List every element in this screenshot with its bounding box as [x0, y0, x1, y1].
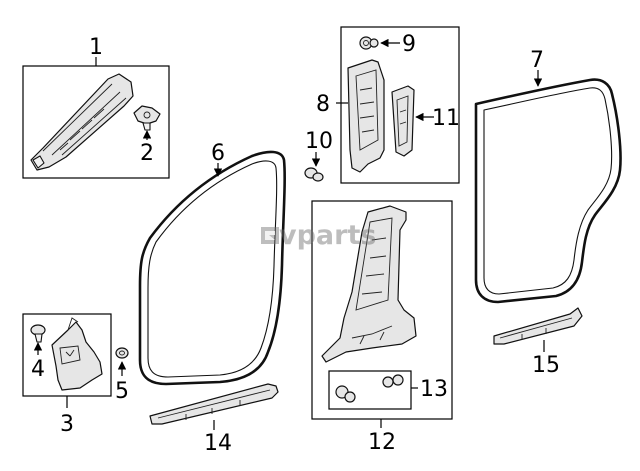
rear-door-weatherstrip: [474, 78, 622, 304]
vparts-logo-icon: [261, 227, 279, 244]
callout-8: 8: [316, 92, 330, 117]
callout-9: 9: [402, 32, 416, 57]
center-pillar-inner-trim: [391, 85, 415, 157]
watermark: vparts: [261, 220, 376, 251]
callout-12: 12: [368, 430, 396, 455]
callout-10: 10: [305, 129, 333, 154]
pillar-clip: [133, 105, 161, 131]
push-clip: [30, 324, 46, 343]
callout-4: 4: [31, 357, 45, 382]
callout-14: 14: [204, 431, 232, 456]
callout-7: 7: [530, 48, 544, 73]
callout-6: 6: [211, 141, 225, 166]
group-13-box: [328, 370, 412, 410]
cowl-side-trim: [51, 317, 103, 391]
callout-13: 13: [420, 377, 448, 402]
callout-5: 5: [115, 379, 129, 404]
front-door-weatherstrip: [138, 150, 286, 386]
center-pillar-upper-group: 9 8 11: [316, 26, 460, 184]
cowl-side-group: 3 4 5: [22, 313, 129, 437]
callout-15: 15: [532, 353, 560, 378]
center-pillar-lower-group: 12 13: [311, 200, 453, 455]
front-pillar-garnish: [30, 73, 134, 171]
callout-1: 1: [89, 35, 103, 60]
callout-3: 3: [60, 412, 74, 437]
center-pillar-upper-garnish: [347, 59, 385, 173]
grommet: [115, 347, 129, 359]
pillar-screw: [359, 36, 379, 50]
group-8-box: [340, 26, 460, 184]
front-scuff-plate: [149, 383, 279, 425]
rear-scuff-plate: [493, 307, 583, 345]
lower-pillar-clips: [335, 374, 404, 403]
callout-11: 11: [432, 106, 460, 131]
loose-clip: [304, 167, 324, 182]
front-pillar-group: 1 2: [22, 35, 170, 179]
callout-2: 2: [140, 141, 154, 166]
group-12-box: [311, 200, 453, 420]
center-pillar-lower-garnish: [321, 205, 417, 363]
watermark-text: vparts: [279, 220, 376, 251]
